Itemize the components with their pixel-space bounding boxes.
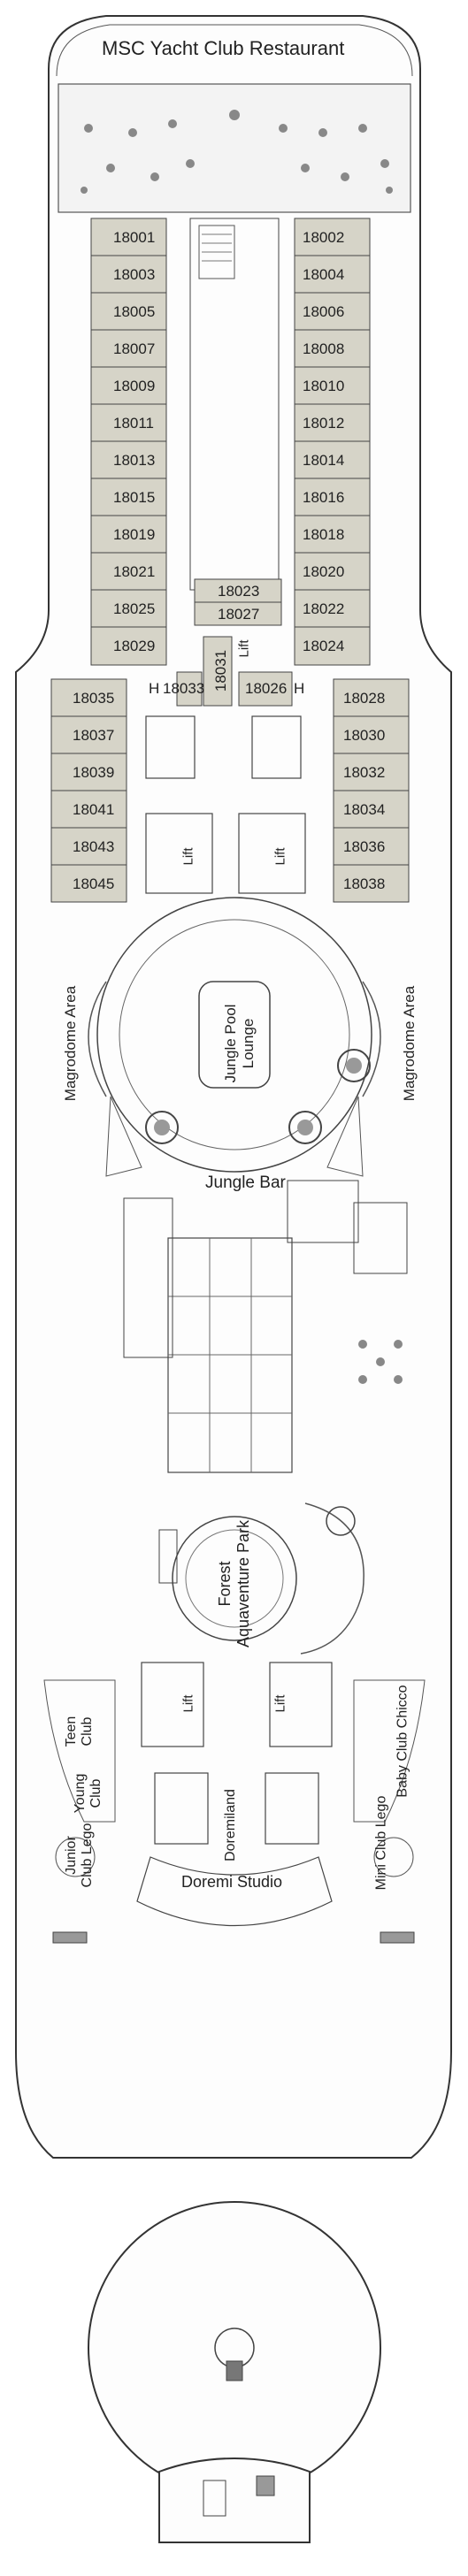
cabin-18003: 18003 — [113, 266, 156, 283]
baby-club-label: Baby Club Chicco — [395, 1685, 410, 1798]
doremi-studio-label: Doremi Studio — [181, 1873, 283, 1891]
h-marker-2: H — [294, 680, 305, 697]
stair-lift-blocks — [141, 715, 333, 1845]
cabin-18019: 18019 — [113, 526, 156, 543]
cabin-18024: 18024 — [303, 638, 345, 654]
forest-aquaventure-area — [172, 1516, 297, 1641]
restaurant-tables — [81, 110, 393, 194]
cabin-18033: 18033 — [163, 680, 205, 697]
cabin-18007: 18007 — [113, 340, 156, 357]
cabin-18015: 18015 — [113, 489, 156, 506]
cabin-18041: 18041 — [73, 801, 115, 818]
h-marker-1: H — [149, 680, 160, 697]
cabin-18013: 18013 — [113, 452, 156, 469]
cabin-18031: 18031 — [212, 649, 230, 692]
cabin-18038: 18038 — [343, 875, 386, 892]
bow-structure — [158, 2457, 311, 2543]
cabin-18034: 18034 — [343, 801, 386, 818]
jungle-bar-label: Jungle Bar — [205, 1173, 286, 1192]
cabin-18008: 18008 — [303, 340, 345, 357]
magrodome-right-label: Magrodome Area — [401, 985, 418, 1102]
cabin-18032: 18032 — [343, 764, 386, 781]
magrodome-left-label: Magrodome Area — [62, 985, 80, 1102]
cabin-18004: 18004 — [303, 266, 345, 283]
young-club-label: Young Club — [73, 1773, 104, 1814]
cabin-18011: 18011 — [113, 415, 155, 432]
junior-club-label: Junior Club Lego — [64, 1823, 95, 1888]
cabin-18006: 18006 — [303, 303, 345, 320]
cabin-18022: 18022 — [303, 600, 345, 617]
jungle-pool-lounge-label: Jungle Pool Lounge — [222, 1004, 257, 1083]
lift-label-1: Lift — [236, 639, 252, 658]
forest-park-label: Forest Aquaventure Park — [216, 1519, 252, 1648]
teen-club-label: Teen Club — [64, 1716, 95, 1747]
cabin-18012: 18012 — [303, 415, 345, 432]
cabin-18025: 18025 — [113, 600, 156, 617]
cabin-18026: 18026 — [245, 680, 288, 697]
doremiland-label: Doremiland — [222, 1789, 238, 1861]
mini-club-label: Mini Club Lego — [373, 1795, 389, 1891]
cabin-18002: 18002 — [303, 229, 345, 246]
lift-label-5: Lift — [272, 1694, 288, 1713]
restaurant-area — [58, 83, 411, 213]
cabin-18014: 18014 — [303, 452, 345, 469]
cabin-18035: 18035 — [73, 690, 115, 707]
cabin-18036: 18036 — [343, 838, 386, 855]
cabin-18043: 18043 — [73, 838, 115, 855]
lift-label-4: Lift — [180, 1694, 196, 1713]
cabin-18021: 18021 — [113, 563, 156, 580]
cabin-18028: 18028 — [343, 690, 386, 707]
cabin-18010: 18010 — [303, 378, 345, 394]
cabin-18027: 18027 — [218, 606, 260, 623]
lift-label-3: Lift — [272, 847, 288, 866]
cabin-18045: 18045 — [73, 875, 115, 892]
cabin-18016: 18016 — [303, 489, 345, 506]
cabin-18001: 18001 — [113, 229, 156, 246]
forward-deck-circle — [88, 2201, 381, 2495]
cabin-18037: 18037 — [73, 727, 115, 744]
cabin-18005: 18005 — [113, 303, 156, 320]
cabin-18023: 18023 — [218, 583, 260, 600]
restaurant-label: MSC Yacht Club Restaurant — [102, 37, 345, 59]
jungle-pool-lounge-area — [96, 897, 372, 1173]
cabin-18018: 18018 — [303, 526, 345, 543]
cabin-18009: 18009 — [113, 378, 156, 394]
lift-label-2: Lift — [180, 847, 196, 866]
cabin-18020: 18020 — [303, 563, 345, 580]
cabin-18029: 18029 — [113, 638, 156, 654]
cabin-18030: 18030 — [343, 727, 386, 744]
cabin-18039: 18039 — [73, 764, 115, 781]
